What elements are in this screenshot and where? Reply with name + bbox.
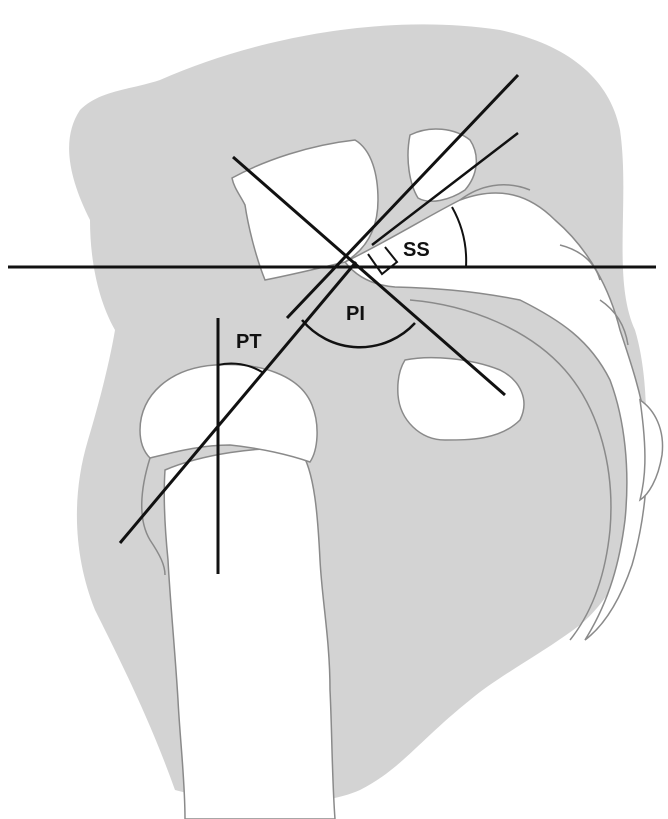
- femur-shaft: [164, 449, 335, 819]
- pt-label: PT: [236, 331, 262, 353]
- ss-label: SS: [403, 239, 430, 261]
- pi-label: PI: [346, 303, 365, 325]
